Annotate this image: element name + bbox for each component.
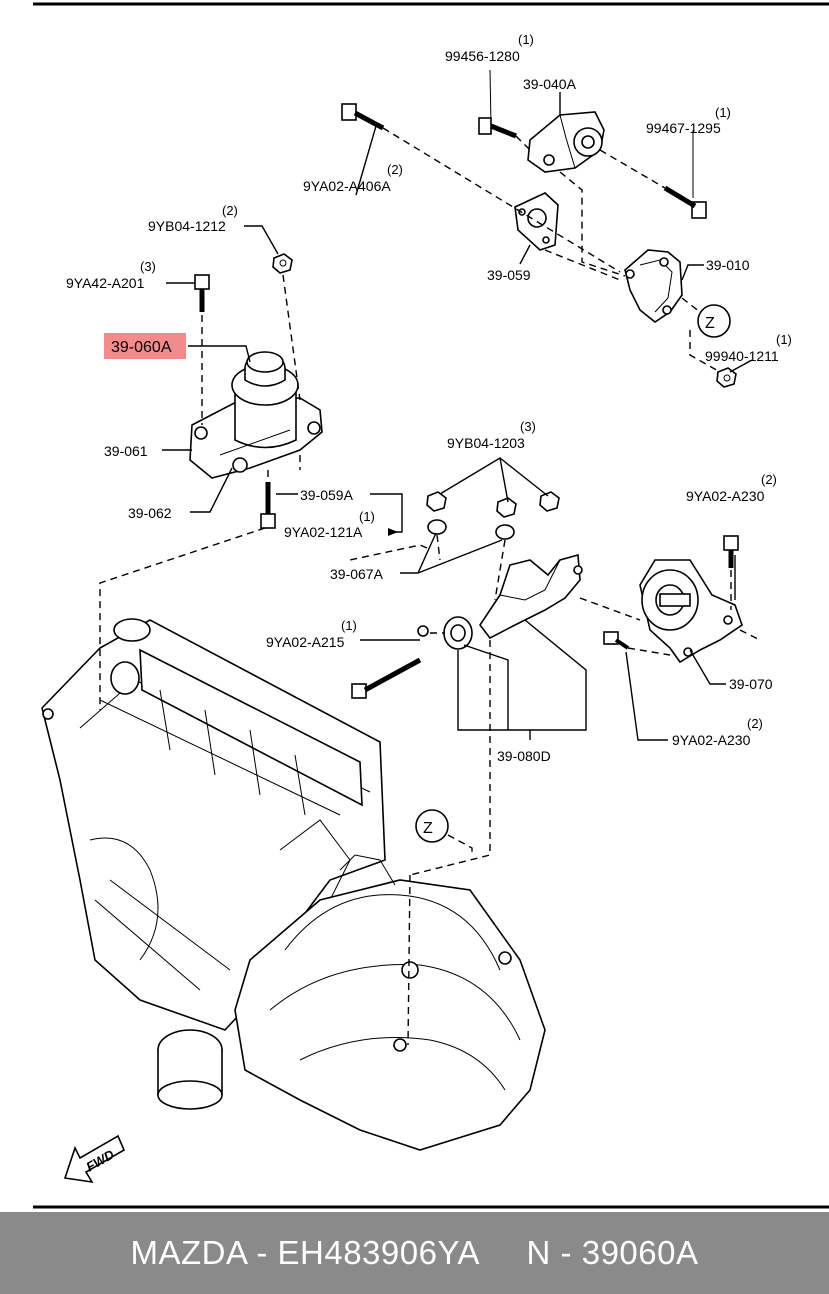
label-39-060a: 39-060A bbox=[111, 339, 172, 356]
label-39-070: 39-070 bbox=[729, 676, 773, 692]
bolt-9ya02-a215-drawing bbox=[351, 625, 429, 699]
label-39-061: 39-061 bbox=[104, 443, 148, 459]
label-39-059a: 39-059A bbox=[300, 487, 354, 503]
nut-99940-1211-drawing bbox=[716, 367, 737, 388]
nuts-9yb04-1203-drawing bbox=[426, 491, 560, 518]
bolt-9ya02-a406a-drawing bbox=[341, 103, 385, 131]
qty-9ya02-a406a: (2) bbox=[387, 162, 403, 177]
label-39-040a: 39-040A bbox=[523, 76, 577, 92]
label-9yb04-1203: 9YB04-1203 bbox=[447, 435, 525, 451]
mount-39-070-drawing bbox=[639, 559, 743, 664]
bracket-39-010-drawing bbox=[624, 249, 683, 323]
label-9ya02-a230-top: 9YA02-A230 bbox=[686, 488, 765, 504]
label-9yb04-1212: 9YB04-1212 bbox=[148, 218, 226, 234]
label-z-top: Z bbox=[705, 315, 715, 332]
label-39-080d: 39-080D bbox=[497, 748, 551, 764]
fwd-arrow-icon bbox=[63, 1134, 126, 1184]
qty-99456-1280: (1) bbox=[518, 32, 534, 47]
leader-lines bbox=[162, 92, 753, 741]
z-circle-top-icon bbox=[697, 304, 731, 338]
label-9ya02-a406a: 9YA02-A406A bbox=[303, 178, 391, 194]
z-circle-mid-icon bbox=[415, 809, 449, 843]
footer-bar: MAZDA - EH483906YA N - 39060A bbox=[0, 1212, 829, 1294]
label-99940-1211: 99940-1211 bbox=[705, 348, 779, 364]
label-9ya42-a201: 9YA42-A201 bbox=[66, 275, 145, 291]
nut-9yb04-1212-drawing bbox=[272, 253, 293, 274]
qty-9ya42-a201: (3) bbox=[140, 259, 156, 274]
highlight-box bbox=[104, 333, 186, 359]
label-z-mid: Z bbox=[423, 820, 433, 837]
engine-block-drawing bbox=[41, 618, 386, 1110]
bolt-9ya02-121a-drawing bbox=[260, 482, 276, 529]
bushings-39-067a-drawing bbox=[427, 519, 515, 540]
bolt-9ya02-a230-top-drawing bbox=[723, 535, 739, 568]
qty-99940-1211: (1) bbox=[776, 332, 792, 347]
label-9ya02-a215: 9YA02-A215 bbox=[266, 634, 345, 650]
qty-9ya02-a230-bot: (2) bbox=[747, 716, 763, 731]
qty-9ya02-121a: (1) bbox=[359, 509, 375, 524]
bolt-99467-1295-drawing bbox=[663, 130, 707, 219]
mount-39-060a-drawing bbox=[189, 351, 323, 479]
bracket-39-080d-drawing bbox=[443, 553, 583, 650]
qty-9yb04-1212: (2) bbox=[222, 203, 238, 218]
label-9ya02-a230-bot: 9YA02-A230 bbox=[672, 732, 751, 748]
bolt-9ya02-a230-bot-drawing bbox=[603, 631, 630, 650]
qty-9ya02-a230-top: (2) bbox=[761, 472, 777, 487]
qty-9ya02-a215: (1) bbox=[341, 618, 357, 633]
plate-39-059-drawing bbox=[514, 192, 559, 251]
label-39-059: 39-059 bbox=[487, 267, 531, 283]
label-9ya02-121a: 9YA02-121A bbox=[284, 524, 363, 540]
label-39-067a: 39-067A bbox=[330, 566, 384, 582]
qty-99467-1295: (1) bbox=[715, 105, 731, 120]
label-39-062: 39-062 bbox=[128, 505, 172, 521]
qty-9yb04-1203: (3) bbox=[520, 419, 536, 434]
label-99467-1295: 99467-1295 bbox=[646, 120, 721, 136]
footer-part-number: MAZDA - EH483906YA N - 39060A bbox=[130, 1234, 699, 1271]
label-99456-1280: 99456-1280 bbox=[445, 48, 520, 64]
mount-39-040a-drawing bbox=[527, 111, 605, 173]
bolt-99456-1280-drawing bbox=[478, 69, 517, 139]
transmission-drawing bbox=[234, 854, 546, 1151]
label-39-010: 39-010 bbox=[706, 257, 750, 273]
bolt-9ya42-a201-drawing bbox=[194, 274, 210, 312]
